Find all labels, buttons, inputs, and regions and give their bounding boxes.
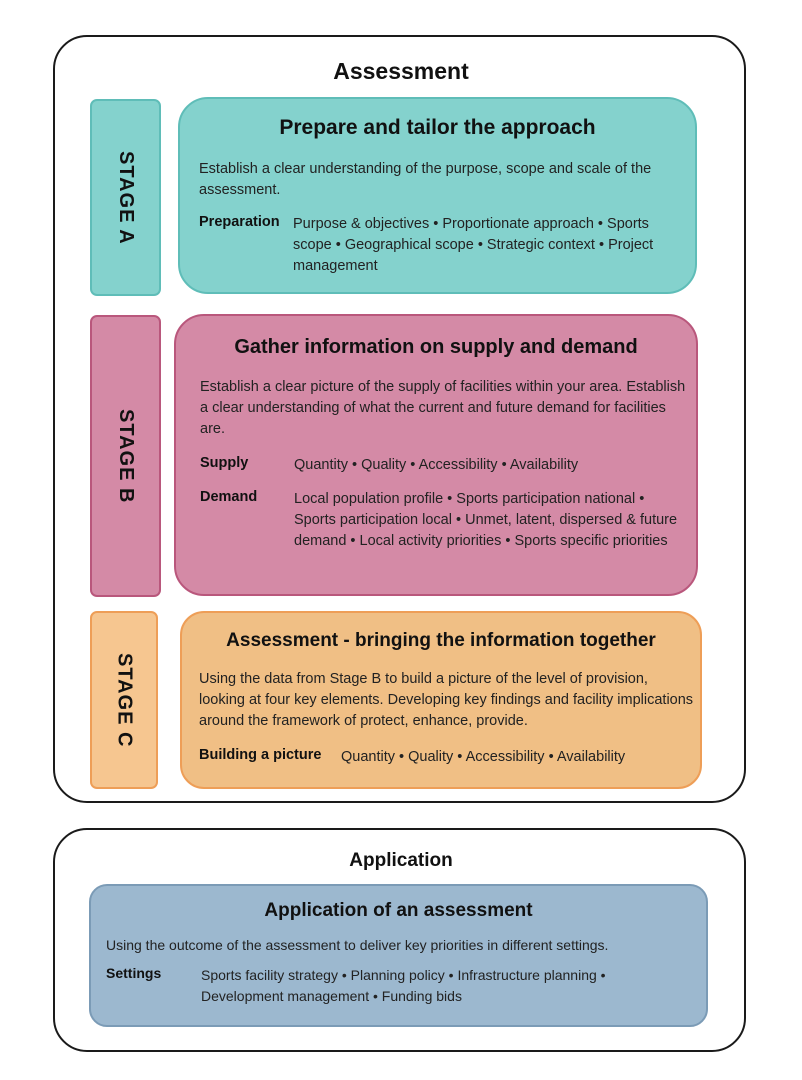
stage-b-title: Gather information on supply and demand xyxy=(234,336,638,358)
stage-b-demand-label: Demand xyxy=(200,489,258,505)
application-settings-text: Sports facility strategy • Planning poli… xyxy=(201,967,606,1004)
stage-a-label: STAGE A xyxy=(115,150,137,245)
stage-a-row-text: Purpose & objectives • Proportionate app… xyxy=(293,216,654,274)
stage-c-description: Using the data from Stage B to build a p… xyxy=(199,671,694,729)
application-card-title: Application of an assessment xyxy=(264,900,533,921)
stage-a-tab: STAGE A xyxy=(90,99,161,296)
application-card: Application of an assessment Using the o… xyxy=(89,884,708,1027)
stage-c-title: Assessment - bringing the information to… xyxy=(226,630,656,651)
stage-c-tab: STAGE C xyxy=(90,611,158,789)
stage-a-description: Establish a clear understanding of the p… xyxy=(199,161,652,198)
stage-a-title: Prepare and tailor the approach xyxy=(279,116,596,139)
stage-a-row-label: Preparation xyxy=(199,214,280,230)
stage-c-card: Assessment - bringing the information to… xyxy=(180,611,702,789)
stage-b-supply-text: Quantity • Quality • Accessibility • Ava… xyxy=(294,457,579,473)
stage-c-label: STAGE C xyxy=(113,652,136,748)
assessment-title: Assessment xyxy=(333,58,469,84)
stage-b-description: Establish a clear picture of the supply … xyxy=(200,379,686,437)
stage-b-demand-text: Local population profile • Sports partic… xyxy=(294,491,678,549)
stage-b-card: Gather information on supply and demand … xyxy=(174,314,698,596)
application-settings-label: Settings xyxy=(106,965,162,981)
stage-b-label: STAGE B xyxy=(115,408,137,504)
stage-a-card: Prepare and tailor the approach Establis… xyxy=(178,97,697,294)
stage-b-supply-label: Supply xyxy=(200,455,249,471)
application-description: Using the outcome of the assessment to d… xyxy=(106,937,609,953)
stage-b-tab: STAGE B xyxy=(90,315,161,597)
stage-c-row-label: Building a picture xyxy=(199,747,322,763)
stage-c-row-text: Quantity • Quality • Accessibility • Ava… xyxy=(341,749,626,765)
application-title: Application xyxy=(349,850,453,871)
